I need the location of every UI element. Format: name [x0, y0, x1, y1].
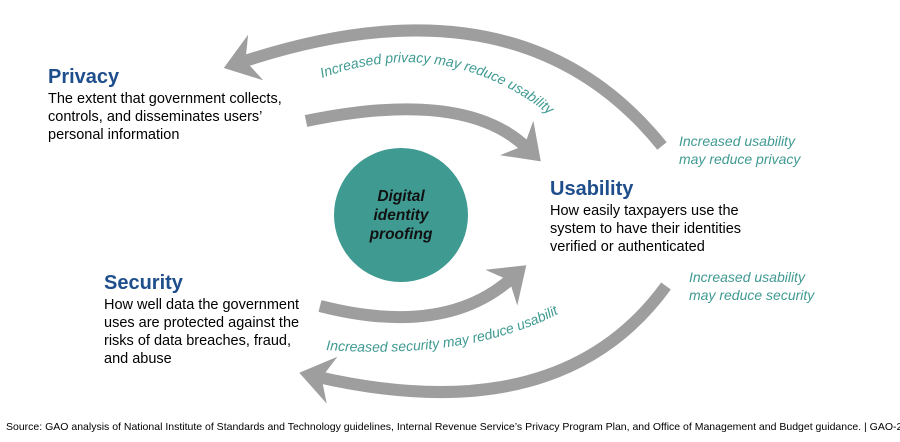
tradeoff-usability-security: Increased usability may reduce security: [689, 269, 815, 303]
tradeoff-usability-privacy: Increased usability may reduce privacy: [679, 133, 801, 167]
center-label: Digital identity proofing: [369, 187, 433, 243]
security-description: How well data the government uses are pr…: [104, 297, 300, 367]
source-note: Source: GAO analysis of National Institu…: [6, 421, 900, 433]
security-title: Security: [104, 272, 183, 294]
arrow-usability-to-privacy: [223, 24, 667, 150]
usability-description: How easily taxpayers use the system to h…: [550, 203, 742, 255]
arrow-privacy-to-usability: [304, 103, 541, 162]
arrow-usability-to-security: [299, 282, 671, 404]
privacy-description: The extent that government collects, con…: [48, 91, 282, 143]
arrow-security-to-usability: [318, 265, 527, 324]
privacy-title: Privacy: [48, 66, 120, 88]
center-circle: Digital identity proofing: [334, 148, 468, 282]
usability-title: Usability: [550, 178, 634, 200]
